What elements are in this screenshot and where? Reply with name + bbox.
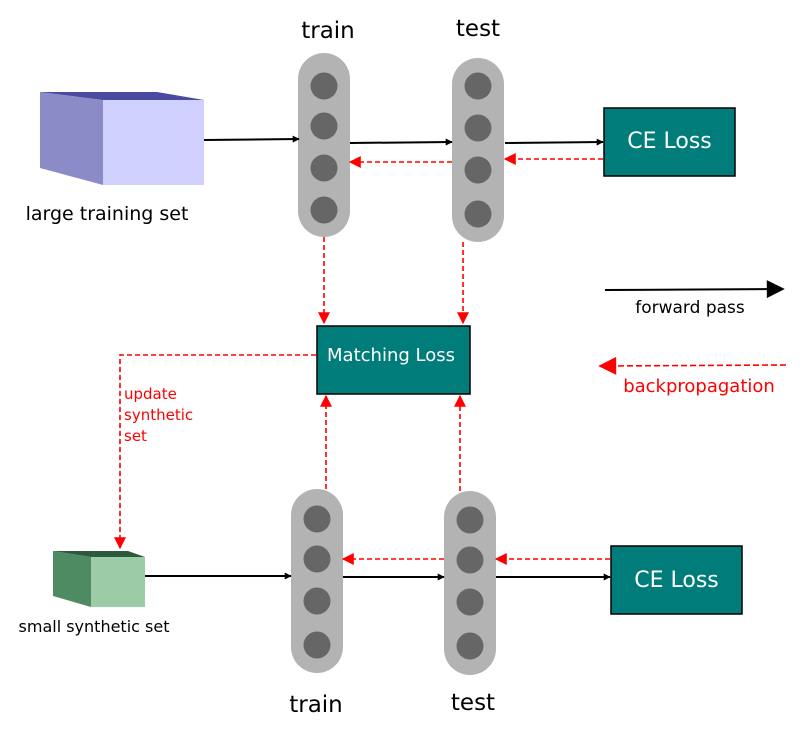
matching-loss-box: [316, 325, 471, 395]
top-train-network: [298, 53, 350, 237]
large-training-set-label: large training set: [26, 203, 189, 225]
large-training-set-cube: [40, 92, 204, 185]
bottom-test-label: test: [451, 690, 495, 716]
bottom-train-network: [291, 489, 343, 673]
legend-forward-arrow: [604, 280, 785, 299]
bottom-ce-loss-box: [610, 545, 743, 615]
bottom-test-network: [444, 491, 496, 675]
update-synthetic-set-arrow: [114, 354, 316, 550]
update-label-line-3: set: [124, 427, 147, 445]
top-ce-loss-box: [603, 107, 736, 177]
top-test-label: test: [456, 16, 500, 42]
small-synthetic-set-cube: [53, 551, 145, 607]
legend-backprop-label: backpropagation: [623, 376, 775, 397]
top-test-network: [452, 58, 504, 242]
top-forward-arrow-2: [349, 138, 453, 146]
update-label-line-1: update: [124, 385, 177, 403]
legend-forward-label: forward pass: [635, 298, 745, 318]
top-ce-loss-label: CE Loss: [627, 129, 712, 154]
top-forward-arrow-1: [203, 135, 300, 143]
legend-backprop-arrow: [598, 356, 787, 375]
update-label-line-2: synthetic: [124, 406, 193, 424]
small-synthetic-set-label: small synthetic set: [19, 617, 170, 636]
top-forward-arrow-3: [504, 138, 604, 146]
bottom-ce-loss-label: CE Loss: [634, 568, 719, 593]
matching-loss-label: Matching Loss: [327, 345, 455, 366]
top-train-label: train: [301, 18, 355, 44]
bottom-train-label: train: [289, 692, 343, 718]
